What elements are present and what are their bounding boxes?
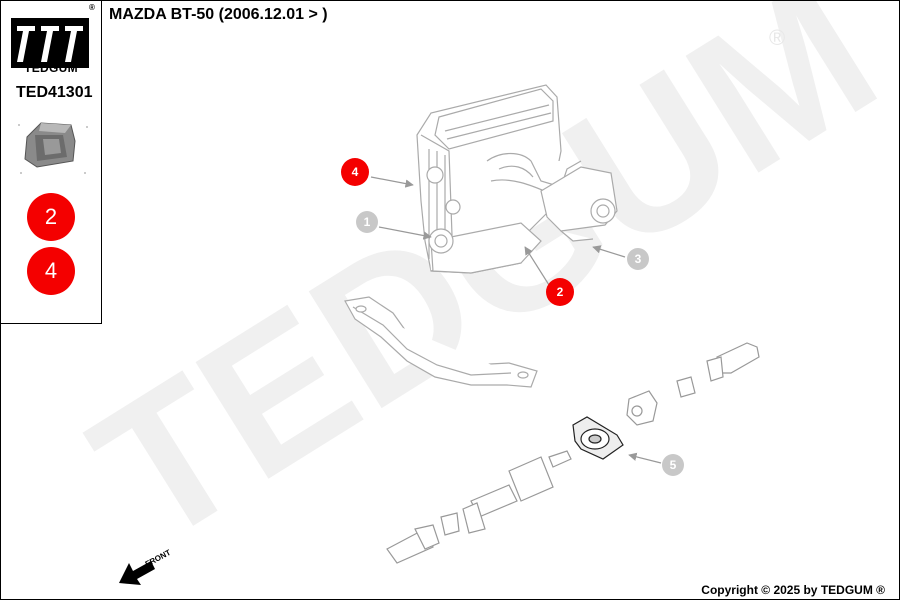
watermark-registered-mark: ® <box>769 25 785 50</box>
leader-lines <box>370 176 662 464</box>
sidebar-badge-2[interactable]: 2 <box>27 193 75 241</box>
crossmember-drawing <box>344 296 538 388</box>
tedgum-logo <box>11 18 89 68</box>
part-number: TED41301 <box>16 84 93 101</box>
svg-text:4: 4 <box>352 165 359 179</box>
svg-text:5: 5 <box>670 458 677 472</box>
copyright-notice: Copyright © 2025 by TEDGUM ® <box>701 583 885 597</box>
page-title: MAZDA BT-50 (2006.12.01 > ) <box>109 6 328 23</box>
svg-text:1: 1 <box>364 215 371 229</box>
callout-2[interactable]: 2 <box>546 278 574 306</box>
engine-drawing <box>416 84 618 274</box>
logo-registered-mark: ® <box>89 3 95 12</box>
brand-name: TEDGUM <box>24 61 78 75</box>
callout-4[interactable]: 4 <box>341 158 369 186</box>
product-thumbnail[interactable] <box>9 113 95 183</box>
driveshaft-drawing <box>386 342 760 564</box>
svg-text:2: 2 <box>557 285 564 299</box>
callout-3[interactable]: 3 <box>627 248 649 270</box>
sidebar-panel: ® TEDGUM TED41301 2 4 <box>1 1 102 324</box>
sidebar-badge-4[interactable]: 4 <box>27 247 75 295</box>
callout-1[interactable]: 1 <box>356 211 378 233</box>
callout-5[interactable]: 5 <box>662 454 684 476</box>
svg-text:3: 3 <box>635 252 642 266</box>
